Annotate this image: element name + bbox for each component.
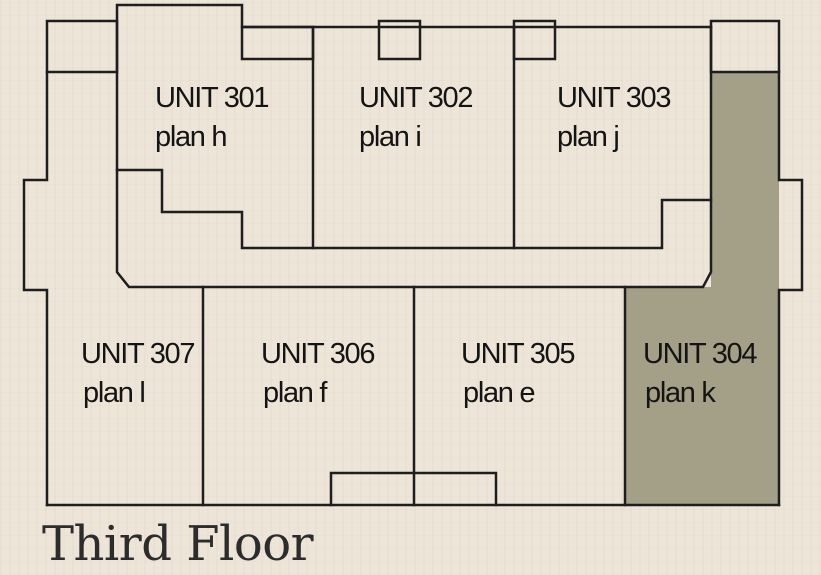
unit-307-plan: plan l: [83, 377, 145, 409]
closet-306-305: [329, 471, 498, 507]
unit-306-label[interactable]: UNIT 306: [261, 338, 376, 370]
stair-block-right: [709, 19, 781, 74]
unit-305-plan: plan e: [463, 377, 534, 409]
unit-303-plan: plan j: [557, 121, 619, 153]
corridor-wall: [115, 168, 713, 289]
unit-304-highlight: [625, 72, 779, 505]
unit-306-plan: plan f: [263, 377, 328, 409]
floor-title: Third Floor: [42, 516, 314, 572]
closet-301: [240, 25, 315, 61]
stair-block-left: [45, 19, 119, 74]
unit-303-label[interactable]: UNIT 303: [557, 82, 672, 114]
right-exterior-wall: [777, 70, 804, 507]
closet-303: [512, 19, 557, 61]
unit-305-label[interactable]: UNIT 305: [461, 338, 576, 370]
unit-302-label[interactable]: UNIT 302: [359, 82, 474, 114]
unit-301-label[interactable]: UNIT 301: [155, 82, 270, 114]
unit-307-label[interactable]: UNIT 307: [81, 338, 196, 370]
closet-302: [377, 19, 422, 61]
unit-302-plan: plan i: [359, 121, 421, 153]
unit-304-plan: plan k: [645, 377, 716, 409]
unit-301-plan: plan h: [155, 121, 226, 153]
unit-304-label[interactable]: UNIT 304: [643, 338, 759, 370]
left-exterior-wall: [22, 70, 49, 507]
